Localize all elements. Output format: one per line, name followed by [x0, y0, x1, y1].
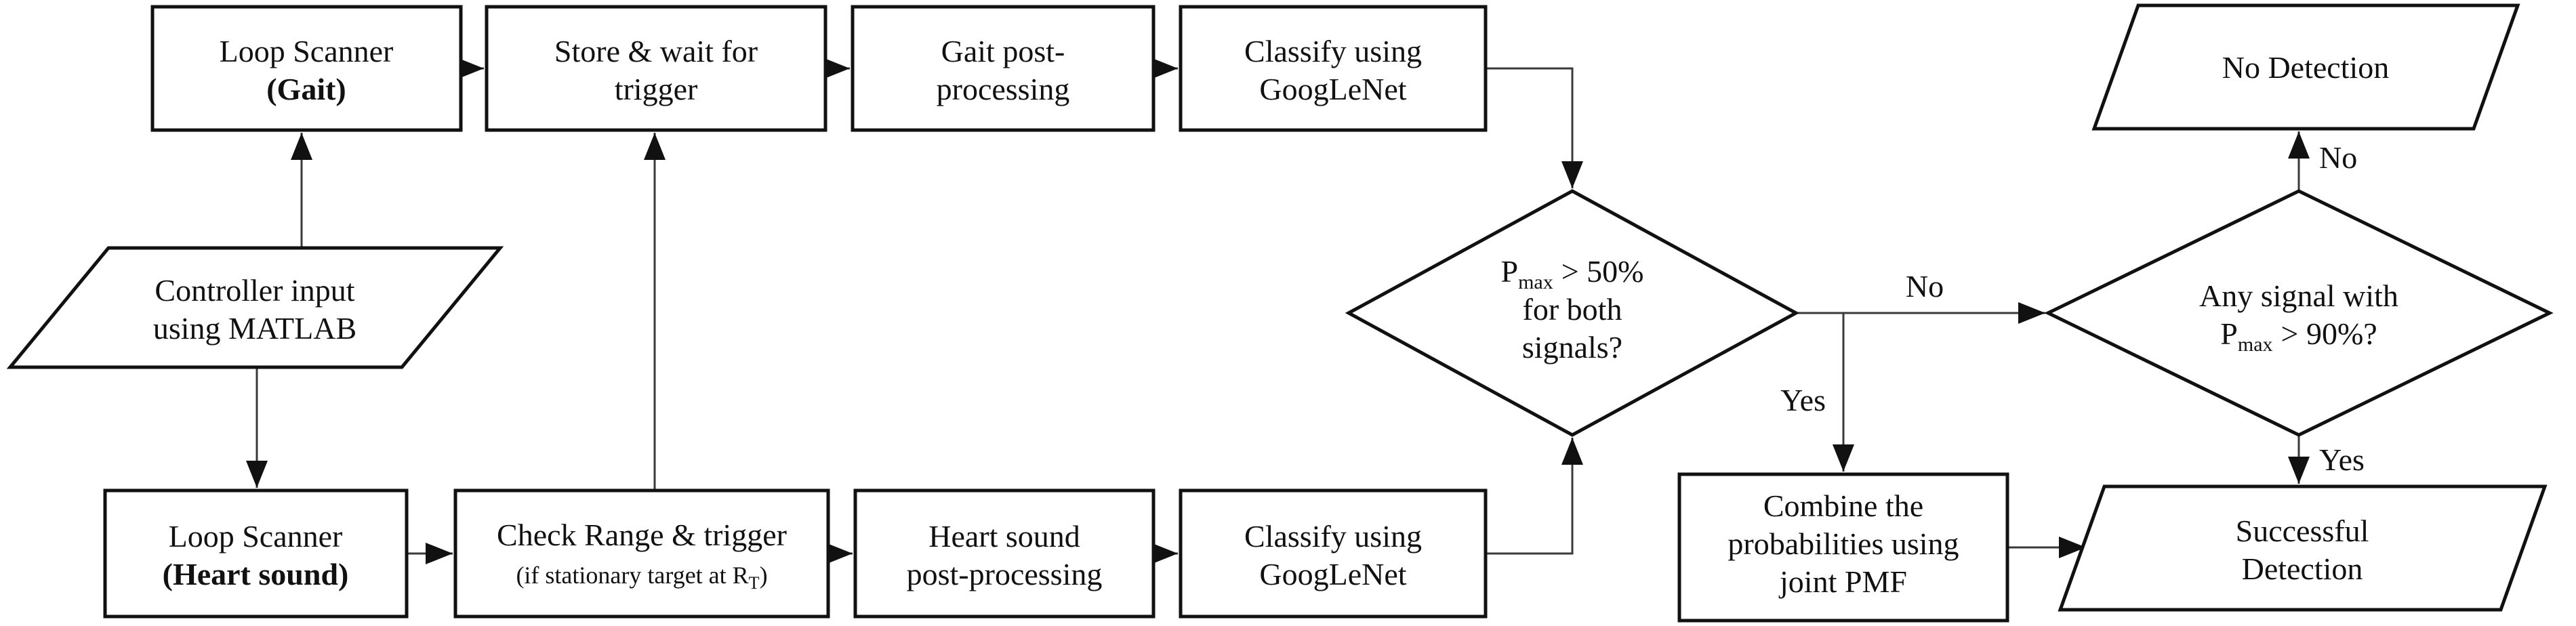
node-decision-pmax90: Any signal with Pmax > 90%? — [2044, 189, 2554, 437]
check-range-line2-pre: (if stationary target at R — [516, 562, 748, 589]
store-wait-line2: trigger — [615, 72, 698, 106]
pmax90-p: P — [2220, 316, 2238, 351]
controller-input-line2: using MATLAB — [153, 311, 356, 346]
combine-pmf-line2: probabilities using — [1727, 526, 1959, 561]
loop-scanner-heart-line1: Loop Scanner — [169, 519, 343, 554]
node-controller-input: Controller input using MATLAB — [6, 246, 504, 369]
pmax90-rest: > 90%? — [2281, 316, 2377, 351]
node-no-detection: No Detection — [2091, 3, 2520, 131]
combine-pmf-line3: joint PMF — [1778, 564, 1907, 599]
decision-pmax90-diamond — [2044, 189, 2554, 437]
combine-pmf-line1: Combine the — [1763, 488, 1923, 523]
check-range-box — [453, 488, 830, 619]
check-range-line2: (if stationary target at RT) — [516, 562, 767, 593]
node-classify-heart: Classify using GoogLeNet — [1179, 488, 1488, 619]
gait-post-line1: Gait post- — [941, 34, 1065, 68]
edge-classify-gait-to-decision50 — [1486, 67, 1583, 188]
heart-post-line2: post-processing — [907, 557, 1103, 591]
classify-heart-line1: Classify using — [1244, 519, 1422, 554]
loop-scanner-gait-line2: (Gait) — [266, 72, 346, 106]
store-wait-box — [485, 5, 827, 132]
node-decision-pmax50: Pmax > 50% for both signals? — [1345, 189, 1800, 437]
store-wait-line1: Store & wait for — [554, 34, 758, 68]
classify-heart-box — [1179, 488, 1488, 619]
classify-gait-line1: Classify using — [1244, 34, 1422, 68]
controller-input-parallelogram — [6, 246, 504, 369]
successful-detection-parallelogram — [2058, 484, 2548, 612]
pmax50-p: P — [1500, 254, 1518, 289]
node-successful-detection: Successful Detection — [2058, 484, 2548, 612]
node-loop-scanner-heart: Loop Scanner (Heart sound) — [103, 488, 409, 619]
check-range-line2-sub: T — [749, 573, 760, 593]
classify-gait-box — [1179, 5, 1488, 132]
branch-label-yes-mid: Yes — [1780, 383, 1826, 417]
decision-pmax50-line3: signals? — [1522, 330, 1622, 364]
heart-post-box — [853, 488, 1156, 619]
node-combine-pmf: Combine the probabilities using joint PM… — [1677, 472, 2009, 623]
decision-pmax50-diamond — [1345, 189, 1800, 437]
branch-label-yes-right: Yes — [2319, 442, 2365, 477]
successful-detection-line1: Successful — [2236, 514, 2369, 548]
loop-scanner-gait-box — [150, 5, 463, 132]
gait-post-box — [851, 5, 1156, 132]
loop-scanner-heart-line2: (Heart sound) — [163, 557, 349, 591]
pmax50-rest: > 50% — [1561, 254, 1644, 289]
node-loop-scanner-gait: Loop Scanner (Gait) — [150, 5, 463, 132]
node-heart-post-processing: Heart sound post-processing — [853, 488, 1156, 619]
pmax50-sub: max — [1518, 271, 1553, 293]
combine-pmf-box — [1677, 472, 2009, 623]
node-gait-post-processing: Gait post- processing — [851, 5, 1156, 132]
decision-pmax50-line1: Pmax > 50% — [1500, 254, 1643, 293]
classify-gait-line2: GoogLeNet — [1259, 72, 1406, 106]
edge-classify-heart-to-decision50 — [1486, 438, 1583, 555]
loop-scanner-heart-box — [103, 488, 409, 619]
pmax90-sub: max — [2238, 333, 2273, 356]
decision-pmax90-line2: Pmax > 90%? — [2220, 316, 2377, 356]
decision-pmax90-line1: Any signal with — [2199, 278, 2398, 313]
controller-input-line1: Controller input — [155, 273, 354, 308]
classify-heart-line2: GoogLeNet — [1259, 557, 1406, 591]
decision-pmax50-line2: for both — [1523, 292, 1622, 327]
check-range-line1: Check Range & trigger — [497, 518, 787, 552]
heart-post-line1: Heart sound — [928, 519, 1080, 554]
successful-detection-line2: Detection — [2242, 551, 2363, 586]
no-detection-parallelogram — [2091, 3, 2520, 131]
loop-scanner-gait-line1: Loop Scanner — [220, 34, 394, 68]
check-range-line2-post: ) — [760, 562, 768, 589]
branch-label-no-right: No — [2319, 140, 2357, 175]
node-classify-gait: Classify using GoogLeNet — [1179, 5, 1488, 132]
gait-post-line2: processing — [937, 72, 1070, 106]
no-detection-label: No Detection — [2222, 50, 2390, 85]
node-store-wait: Store & wait for trigger — [485, 5, 827, 132]
branch-label-no-mid: No — [1906, 269, 1944, 304]
node-check-range: Check Range & trigger (if stationary tar… — [453, 488, 830, 619]
